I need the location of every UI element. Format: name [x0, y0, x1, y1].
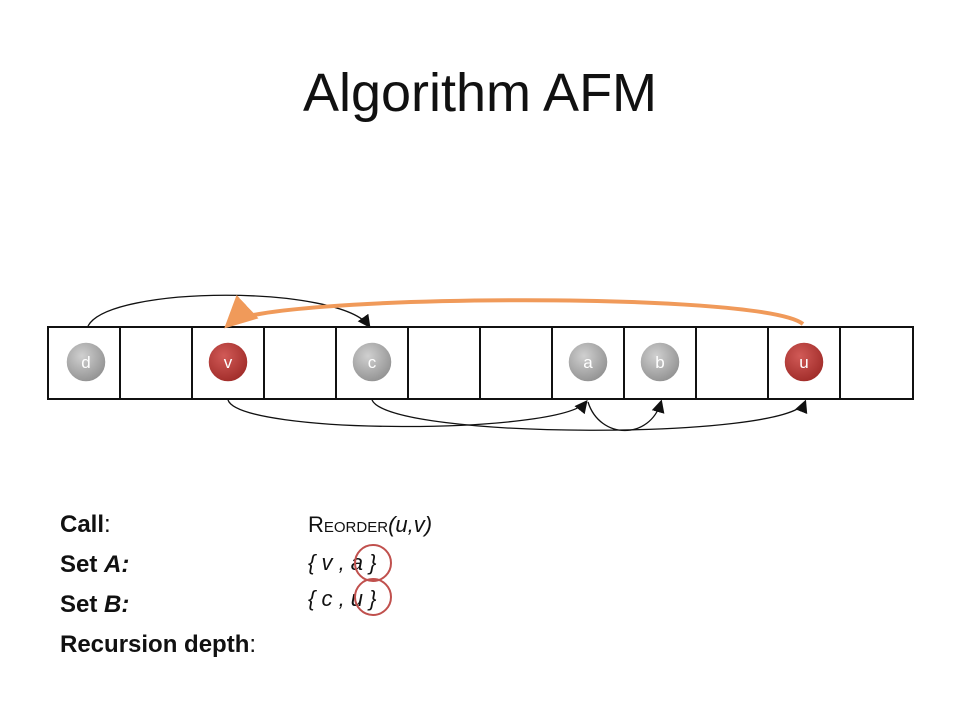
page-title: Algorithm AFM	[302, 63, 658, 123]
set-b-label: Set B:	[60, 591, 130, 618]
call-arguments: (u,v)	[388, 512, 433, 537]
node-c: c	[351, 341, 393, 383]
set-a-label: Set A:	[60, 551, 130, 578]
recursion-depth-label: Recursion depth:	[60, 631, 257, 658]
node-a: a	[567, 341, 609, 383]
state-labels: Call: Set A: Set B: Recursion depth:	[60, 505, 256, 665]
node-label-d: d	[81, 353, 90, 372]
node-u: u	[783, 341, 825, 383]
node-label-b: b	[655, 353, 664, 372]
node-v: v	[207, 341, 249, 383]
node-b: b	[639, 341, 681, 383]
call-label: Call:	[60, 511, 111, 538]
call-value: Reorder(u,v)	[308, 505, 432, 545]
arc-d-to-c	[87, 294, 371, 329]
node-label-a: a	[583, 353, 593, 372]
arc-u-to-v-orange	[224, 294, 805, 329]
arc-c-to-u	[371, 399, 808, 431]
set-b-highlight-ring	[354, 578, 392, 616]
arc-v-to-a	[227, 399, 588, 428]
array-cells	[47, 326, 914, 400]
node-label-v: v	[224, 353, 233, 372]
node-label-c: c	[368, 353, 377, 372]
set-a-highlight-ring	[354, 544, 392, 582]
node-d: d	[65, 341, 107, 383]
node-label-u: u	[799, 353, 808, 372]
arc-a-to-b	[587, 399, 665, 432]
call-function-name: Reorder	[308, 512, 389, 537]
